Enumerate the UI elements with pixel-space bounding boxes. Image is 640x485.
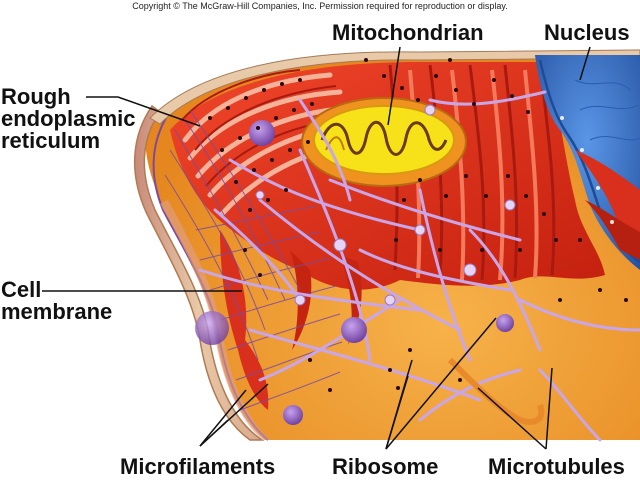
label-rough-er: Rough endoplasmic reticulum [1, 86, 135, 152]
leader-ribosome-3 [385, 317, 497, 450]
microtubules [198, 90, 640, 442]
leader-ribosome-2 [385, 359, 413, 450]
leader-lines [42, 46, 591, 450]
cell-membrane-wall [133, 104, 265, 441]
rough-er-right [575, 150, 640, 260]
label-rough-er-line1: Rough [1, 84, 71, 109]
label-rough-er-line2: endoplasmic [1, 106, 136, 131]
leader-microfilaments-1 [199, 389, 247, 447]
label-cell-membrane: Cell membrane [1, 279, 112, 323]
label-cell-membrane-line1: Cell [1, 277, 42, 302]
label-microfilaments: Microfilaments [120, 454, 276, 479]
leader-microtubules-1 [477, 387, 547, 450]
leader-rough-er [86, 96, 201, 127]
label-ribosome: Ribosome [332, 454, 439, 479]
leader-microfilaments-3 [199, 419, 229, 447]
mitochondrion [301, 97, 467, 187]
microfilament-mesh [164, 109, 343, 411]
label-rough-er-line3: reticulum [1, 128, 101, 153]
label-cell-membrane-line2: membrane [1, 299, 113, 324]
leader-microtubules-2 [545, 367, 553, 450]
nuclear-pores [560, 116, 614, 224]
copyright-notice: Copyright © The McGraw-Hill Companies, I… [132, 1, 508, 11]
ribosomes [208, 58, 628, 392]
cytoskeleton-junctions [255, 104, 516, 306]
rough-er-right-lower [585, 200, 640, 260]
cell-membrane-top [149, 49, 640, 125]
cytoplasm-tubule [447, 357, 545, 425]
label-microtubules: Microtubules [488, 454, 625, 479]
label-nucleus: Nucleus [544, 20, 630, 45]
leader-mitochondrian [387, 46, 401, 126]
vesicles [195, 120, 514, 425]
label-mitochondrian: Mitochondrian [332, 20, 484, 45]
leader-nucleus [579, 46, 591, 81]
